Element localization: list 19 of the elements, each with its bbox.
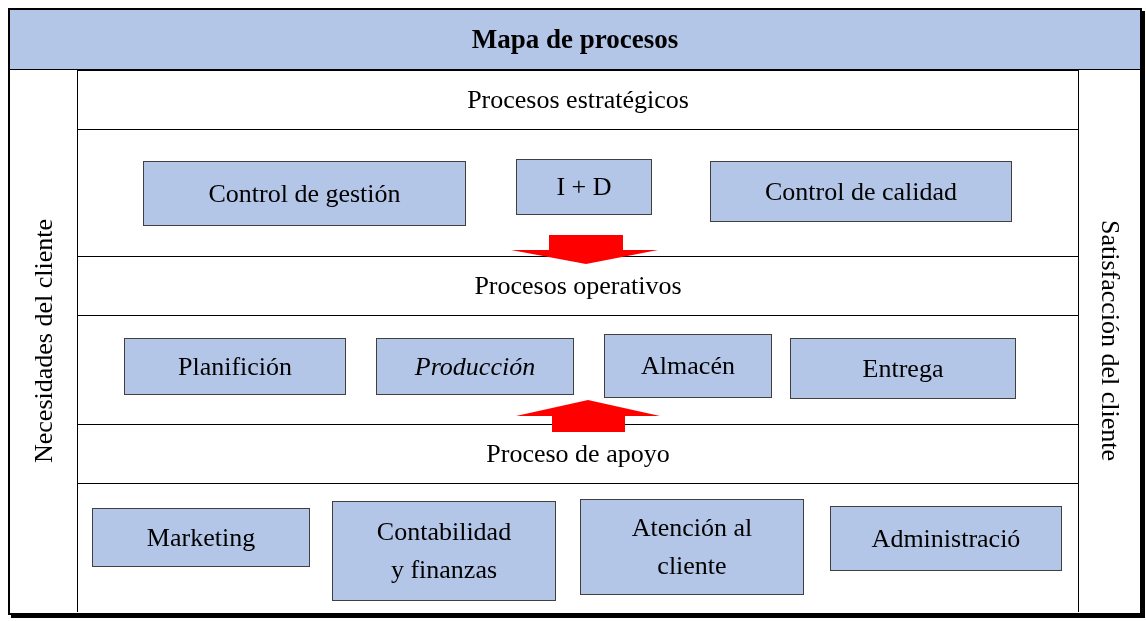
process-box: Control de calidad (710, 161, 1012, 222)
process-box: Entrega (790, 338, 1016, 399)
process-box: Atención al cliente (580, 499, 804, 595)
section-heading: Proceso de apoyo (486, 441, 670, 467)
process-box: Planifición (124, 338, 346, 395)
process-box: Producción (376, 338, 574, 395)
block-arrow (511, 235, 658, 264)
block-arrow (516, 400, 660, 432)
process-box: Almacén (604, 334, 772, 398)
section-heading: Procesos operativos (474, 273, 682, 299)
process-box: Contabilidad y finanzas (332, 501, 556, 601)
section-heading: Procesos estratégicos (467, 87, 689, 113)
process-box: Control de gestión (143, 161, 466, 226)
side-label: Satisfacción del cliente (1096, 220, 1123, 462)
process-box: Administració (830, 506, 1062, 571)
diagram-title: Mapa de procesos (471, 23, 679, 57)
side-label: Necesidades del cliente (30, 219, 57, 463)
process-box: Marketing (92, 508, 310, 567)
process-box: I + D (516, 159, 652, 215)
